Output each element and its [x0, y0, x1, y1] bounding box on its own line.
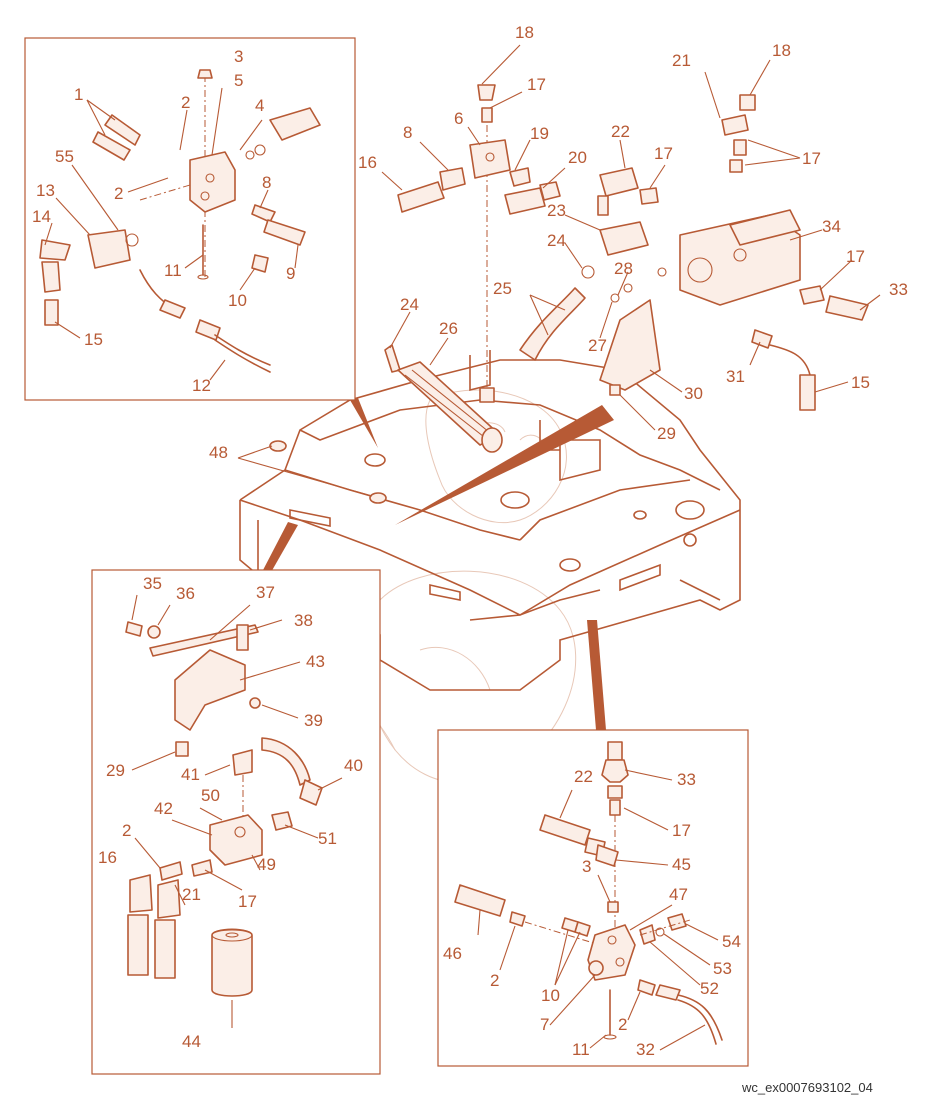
callout-15: 15: [84, 330, 103, 349]
callout-1: 1: [74, 85, 84, 104]
callout-44: 44: [182, 1032, 201, 1051]
callout-29: 29: [657, 424, 676, 443]
top-leaders: [237, 44, 881, 497]
br-leaders: [477, 769, 719, 1051]
callout-22: 22: [611, 122, 630, 141]
callout-17br: 17: [672, 821, 691, 840]
callout-4: 4: [255, 96, 265, 115]
callout-22b: 22: [574, 767, 593, 786]
bl-parts: [125, 621, 323, 997]
callout-21: 21: [672, 51, 691, 70]
tl-parts: [39, 69, 321, 373]
callout-24b: 24: [400, 295, 419, 314]
callout-14: 14: [32, 207, 51, 226]
callout-30: 30: [684, 384, 703, 403]
callout-17c: 17: [802, 149, 821, 168]
callout-55: 55: [55, 147, 74, 166]
callout-50: 50: [201, 786, 220, 805]
callout-13: 13: [36, 181, 55, 200]
bl-leaders: [131, 594, 343, 1028]
callout-54: 54: [722, 932, 741, 951]
callout-18: 18: [515, 23, 534, 42]
callout-6: 6: [454, 109, 464, 128]
pointer-bl: [262, 522, 298, 574]
detail-box-top-left: [24, 37, 356, 401]
callout-29b: 29: [106, 761, 125, 780]
callout-46: 46: [443, 944, 462, 963]
callout-52: 52: [700, 979, 719, 998]
br-parts: [454, 741, 723, 1045]
callout-40: 40: [344, 756, 363, 775]
callout-47: 47: [669, 885, 688, 904]
callout-23: 23: [547, 201, 566, 220]
callout-10b: 10: [541, 986, 560, 1005]
tl-leaders: [44, 87, 299, 381]
callout-49: 49: [257, 855, 276, 874]
callout-43: 43: [306, 652, 325, 671]
callout-27: 27: [588, 336, 607, 355]
callout-53: 53: [713, 959, 732, 978]
callout-21b: 21: [182, 885, 201, 904]
callout-38: 38: [294, 611, 313, 630]
callout-41: 41: [181, 765, 200, 784]
callout-28: 28: [614, 259, 633, 278]
callout-25: 25: [493, 279, 512, 298]
callout-17d: 17: [846, 247, 865, 266]
callout-42: 42: [154, 799, 173, 818]
callout-33b: 33: [677, 770, 696, 789]
pointer-top: [395, 405, 614, 525]
callout-2br2: 2: [618, 1015, 628, 1034]
callout-3: 3: [234, 47, 244, 66]
callout-19: 19: [530, 124, 549, 143]
callout-5: 5: [234, 71, 244, 90]
callout-8t: 8: [403, 123, 413, 142]
callout-2: 2: [181, 93, 191, 112]
callout-18b: 18: [772, 41, 791, 60]
callout-8: 8: [262, 173, 272, 192]
callout-48: 48: [209, 443, 228, 462]
callout-20: 20: [568, 148, 587, 167]
callout-2b: 2: [114, 184, 124, 203]
callout-45: 45: [672, 855, 691, 874]
callout-16: 16: [358, 153, 377, 172]
callout-17b: 17: [654, 144, 673, 163]
image-code: wc_ex0007693102_04: [742, 1080, 873, 1095]
callout-11: 11: [164, 261, 182, 280]
callout-34: 34: [822, 217, 841, 236]
callout-37: 37: [256, 583, 275, 602]
callout-31: 31: [726, 367, 745, 386]
callout-16b: 16: [98, 848, 117, 867]
callout-33: 33: [889, 280, 908, 299]
callout-35: 35: [143, 574, 162, 593]
pointer-tl: [350, 398, 378, 448]
pointer-br: [587, 620, 606, 730]
callout-39: 39: [304, 711, 323, 730]
top-center-parts: [269, 84, 869, 504]
callout-15t: 15: [851, 373, 870, 392]
callout-17: 17: [527, 75, 546, 94]
callout-12: 12: [192, 376, 211, 395]
callout-2br: 2: [490, 971, 500, 990]
callout-51: 51: [318, 829, 337, 848]
callout-26: 26: [439, 319, 458, 338]
callout-3b: 3: [582, 857, 592, 876]
callout-36: 36: [176, 584, 195, 603]
callout-11b: 11: [572, 1040, 590, 1059]
callout-24: 24: [547, 231, 566, 250]
callout-17bl: 17: [238, 892, 257, 911]
callout-32: 32: [636, 1040, 655, 1059]
callout-10: 10: [228, 291, 247, 310]
callout-9: 9: [286, 264, 296, 283]
callout-7: 7: [540, 1015, 550, 1034]
callout-2bl: 2: [122, 821, 132, 840]
